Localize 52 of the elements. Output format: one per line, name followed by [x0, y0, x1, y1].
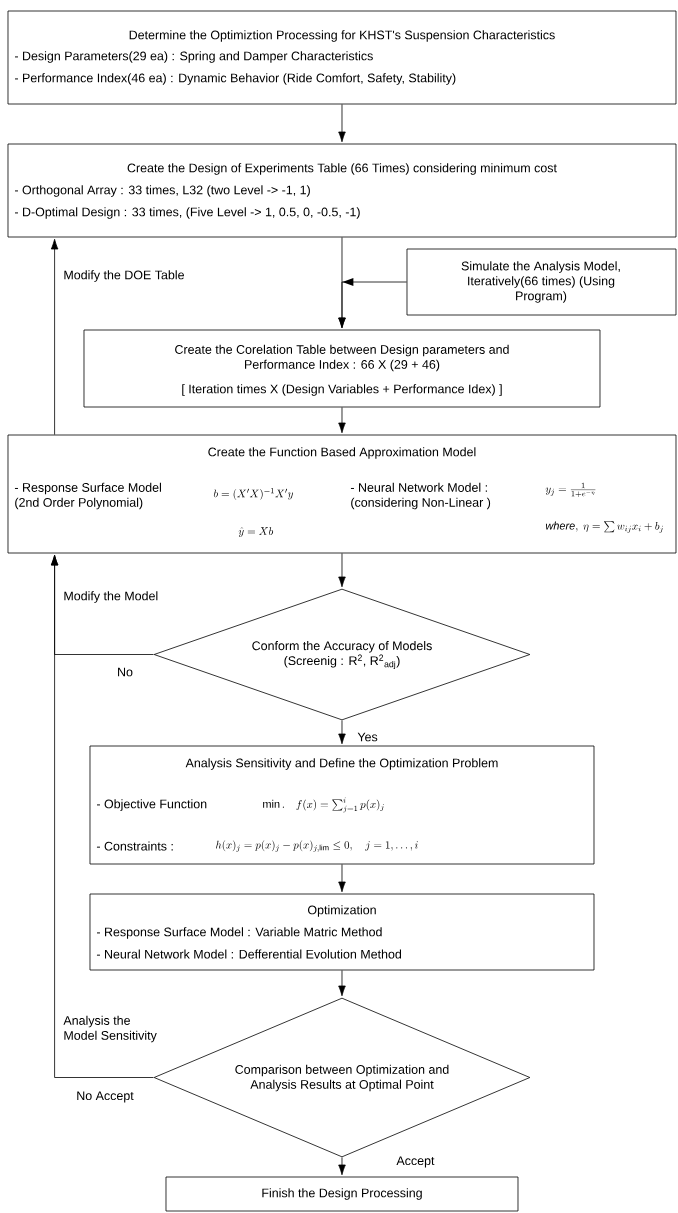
process-box: [7, 434, 677, 554]
heading-text: Create the Function Based Approximation Model: [208, 447, 476, 459]
arrow: [338, 970, 346, 997]
heading-text: Analysis Sensitivity and Define the Optimization Problem: [185, 758, 498, 770]
box-text: Create the Corelation Table between Design parameters and Performance Index : 66 X (29 + 46): [175, 344, 509, 372]
bullet-text: - Neural Network Model : Defferential Evolution Method: [96, 949, 402, 959]
process-box: [89, 893, 595, 971]
formula: $\mathit{where},\ \eta=\sum w_{ij}x_i+b_j$: [545, 521, 663, 533]
diamond-text: Conform the Accuracy of Models (Screenig : R$^{2}$, R$^{2}$$_{adj}$): [252, 641, 432, 669]
box-text: Finish the Design Processing: [262, 1188, 422, 1200]
heading-text: Optimization: [308, 905, 376, 917]
process-box: [89, 745, 595, 865]
formula: $y_j=\frac{1}{1+e^{-\eta}}$: [545, 482, 596, 497]
edge-note: Modify the Model: [64, 591, 158, 603]
edge-label: Modify the DOE Table: [62, 269, 186, 283]
process-box: [165, 1176, 519, 1212]
input-box: [406, 248, 677, 316]
formula: $\min.\quad f(x)=\sum_{j=1}^{i}p(x)_j$: [263, 797, 384, 813]
arrow: [338, 104, 346, 143]
bullet-text: - Response Surface Model (2nd Order Polynomial): [14, 482, 161, 510]
bullet-text: - Performance Index(46 ea) : Dynamic Behavior (Ride Comfort, Safety, Stability): [14, 73, 456, 85]
process-box: [7, 143, 677, 238]
diamond-text: Comparison between Optimization and Analysis Results at Optimal Point: [235, 1064, 449, 1092]
box-text: Simulate the Analysis Model, Iteratively(66 times) (Using Program): [461, 261, 620, 303]
arrow: [338, 278, 407, 329]
arrow: [50, 238, 59, 435]
edge-label: No: [116, 666, 134, 678]
arrow: [338, 1157, 346, 1176]
process-box: [7, 10, 677, 105]
edge-label: No Accept: [75, 1090, 135, 1104]
process-box: [83, 329, 601, 408]
edge-note: Analysis the Model Sensitivity: [63, 1015, 157, 1043]
formula: $h(x)_j=p(x)_j-p(x)_{j,\mathrm{lim}}\le 0,\quad j=1,\ldots,i$: [216, 840, 418, 852]
arrow: [338, 407, 346, 434]
arrow: [338, 864, 346, 893]
heading-text: Determine the Optimiztion Processing for KHST's Suspension Characteristics: [129, 30, 555, 42]
bullet-text: - Objective Function: [96, 799, 207, 811]
bullet-text: - Response Surface Model : Variable Matric Method: [96, 927, 382, 939]
arrow: [338, 720, 346, 745]
bullet-text: - D-Optimal Design : 33 times, (Five Level -> 1, 0.5, 0, -0.5, -1): [14, 207, 360, 219]
edge-label: Yes: [356, 731, 379, 743]
bullet-text: - Neural Network Model : (considering Non-Linear ): [350, 482, 491, 510]
box-text: [ Iteration times X (Design Variables + Performance Idex) ]: [182, 384, 502, 396]
edge-label: Accept: [395, 1155, 436, 1169]
heading-text: Create the Design of Experiments Table (66 Times) considering minimum cost: [127, 163, 557, 175]
formula: $\hat{y}=Xb$: [238, 527, 274, 537]
arrow: [50, 554, 154, 1078]
formula: $b=(X^{\prime}X)^{-1}X^{\prime}y$: [213, 487, 294, 500]
bullet-text: - Orthogonal Array : 33 times, L32 (two Level -> -1, 1): [14, 185, 310, 197]
arrow: [338, 553, 346, 588]
bullet-text: - Design Parameters(29 ea) : Spring and Damper Characteristics: [14, 51, 373, 63]
bullet-text: - Constraints :: [96, 841, 173, 851]
